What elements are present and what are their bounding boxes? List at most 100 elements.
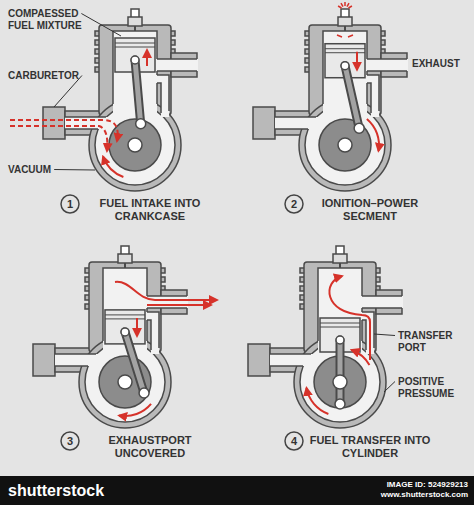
connecting-rod-face: [338, 340, 343, 404]
piston-ring: [115, 43, 155, 47]
flow-arrow: [119, 404, 151, 416]
spark-plug-hex: [333, 254, 347, 263]
leader-line: [81, 14, 121, 37]
crank-web: [319, 119, 371, 171]
exhaust-channel: [361, 296, 403, 308]
spark-ray: [338, 6, 341, 8]
connecting-rod: [345, 66, 359, 128]
callout-number: 3: [60, 431, 80, 451]
intake-wall: [55, 354, 96, 366]
flow-arrow: [356, 52, 358, 70]
step-caption: FUEL INTAKE INTO CRANKCASE: [88, 197, 212, 223]
exhaust-wall: [147, 296, 187, 308]
spark-plug-hex: [338, 17, 352, 26]
piston-pin: [341, 62, 349, 70]
callout-text: 3: [67, 435, 73, 447]
spark-plug-hex: [118, 254, 132, 263]
part-label: CARBURETOR: [8, 70, 79, 82]
flow-arrow: [307, 388, 329, 414]
main-shaft: [128, 138, 142, 152]
flow-arrow: [10, 120, 118, 141]
intake-wall: [275, 117, 316, 129]
part-label: COMPAESSED FUEL MIXTURE: [8, 8, 100, 32]
main-shaft: [333, 375, 347, 389]
piston-ring: [105, 315, 145, 319]
crank-web: [109, 119, 161, 171]
carburetor-body: [43, 107, 65, 139]
flow-arrow: [136, 318, 138, 336]
callout-ring: [285, 432, 303, 450]
flow-arrow: [329, 276, 370, 360]
crank-pin: [139, 388, 149, 398]
callout-number: 2: [284, 194, 304, 214]
callout-number: 1: [60, 194, 80, 214]
leader-line: [384, 382, 395, 393]
crank-pin: [136, 119, 146, 129]
spark-ray: [337, 35, 353, 37]
exhaust-channel: [156, 59, 198, 71]
piston-pin: [131, 56, 139, 64]
spark-ray: [344, 2, 346, 6]
engine-panel-4: [248, 246, 403, 428]
crank-pin: [335, 399, 345, 409]
intake-channel: [270, 354, 316, 366]
flow-arrow: [146, 50, 148, 66]
connecting-rod-face: [135, 60, 141, 124]
watermark: IMAGE ID: 524929213: [387, 480, 468, 490]
connecting-rod: [336, 340, 345, 404]
flow-arrow: [10, 126, 107, 151]
flow-arrow: [115, 282, 217, 300]
watermark: www.shutterstock.com: [381, 490, 468, 500]
exhaust-wall: [362, 296, 402, 308]
part-label: POSITIVE PRESSUME: [398, 376, 470, 400]
piston-ring: [320, 323, 360, 327]
exhaust-channel: [366, 59, 408, 71]
part-label: TRANSFER PORT: [398, 330, 468, 354]
intake-channel: [275, 117, 321, 129]
exhaust-channel: [146, 296, 188, 308]
callout-text: 4: [291, 435, 297, 447]
flow-arrow: [352, 350, 370, 365]
bore-wall: [323, 31, 367, 104]
carburetor-body: [253, 107, 275, 139]
spark-ray: [347, 3, 349, 6]
main-shaft: [118, 375, 132, 389]
engine-panel-2: [253, 2, 408, 191]
transfer-wall: [147, 312, 159, 350]
carburetor-body: [33, 344, 55, 376]
spark-plug-hex: [128, 17, 142, 26]
step-caption: EXHAUSTPORT UNCOVERED: [88, 434, 212, 460]
callout-text: 2: [291, 198, 297, 210]
transfer-wall: [367, 75, 379, 113]
transfer-opening: [146, 312, 153, 320]
piston-pin: [121, 328, 129, 336]
exhaust-wall: [157, 59, 197, 71]
connecting-rod-face: [345, 66, 359, 128]
transfer-opening: [366, 75, 373, 83]
crank-pin: [354, 123, 364, 133]
connecting-rod: [135, 60, 141, 124]
engine-panel-3: [33, 246, 217, 428]
footer-bar: [0, 476, 474, 505]
flow-arrow: [367, 119, 379, 151]
leader-line: [374, 334, 395, 336]
step-caption: IONITION–POWER SECMENT: [308, 197, 432, 223]
transfer-wall: [157, 75, 169, 113]
spark-ray: [341, 3, 343, 6]
piston-ring: [325, 49, 365, 53]
callout-text: 1: [67, 198, 73, 210]
intake-channel: [65, 117, 111, 129]
leader-line: [54, 169, 95, 171]
transfer-opening: [156, 75, 163, 83]
spark-ray: [348, 6, 351, 8]
main-shaft: [338, 138, 352, 152]
engine-panel-1: [10, 9, 198, 191]
callout-ring: [61, 432, 79, 450]
callout-number: 4: [284, 431, 304, 451]
step-caption: FUEL TRANSFER INTO CYLINDER: [308, 434, 432, 460]
intake-wall: [270, 354, 311, 366]
part-label: EXHAUST: [412, 58, 460, 70]
carburetor-body: [248, 344, 270, 376]
part-label: VACUUM: [8, 164, 51, 176]
piston-pin: [336, 336, 344, 344]
